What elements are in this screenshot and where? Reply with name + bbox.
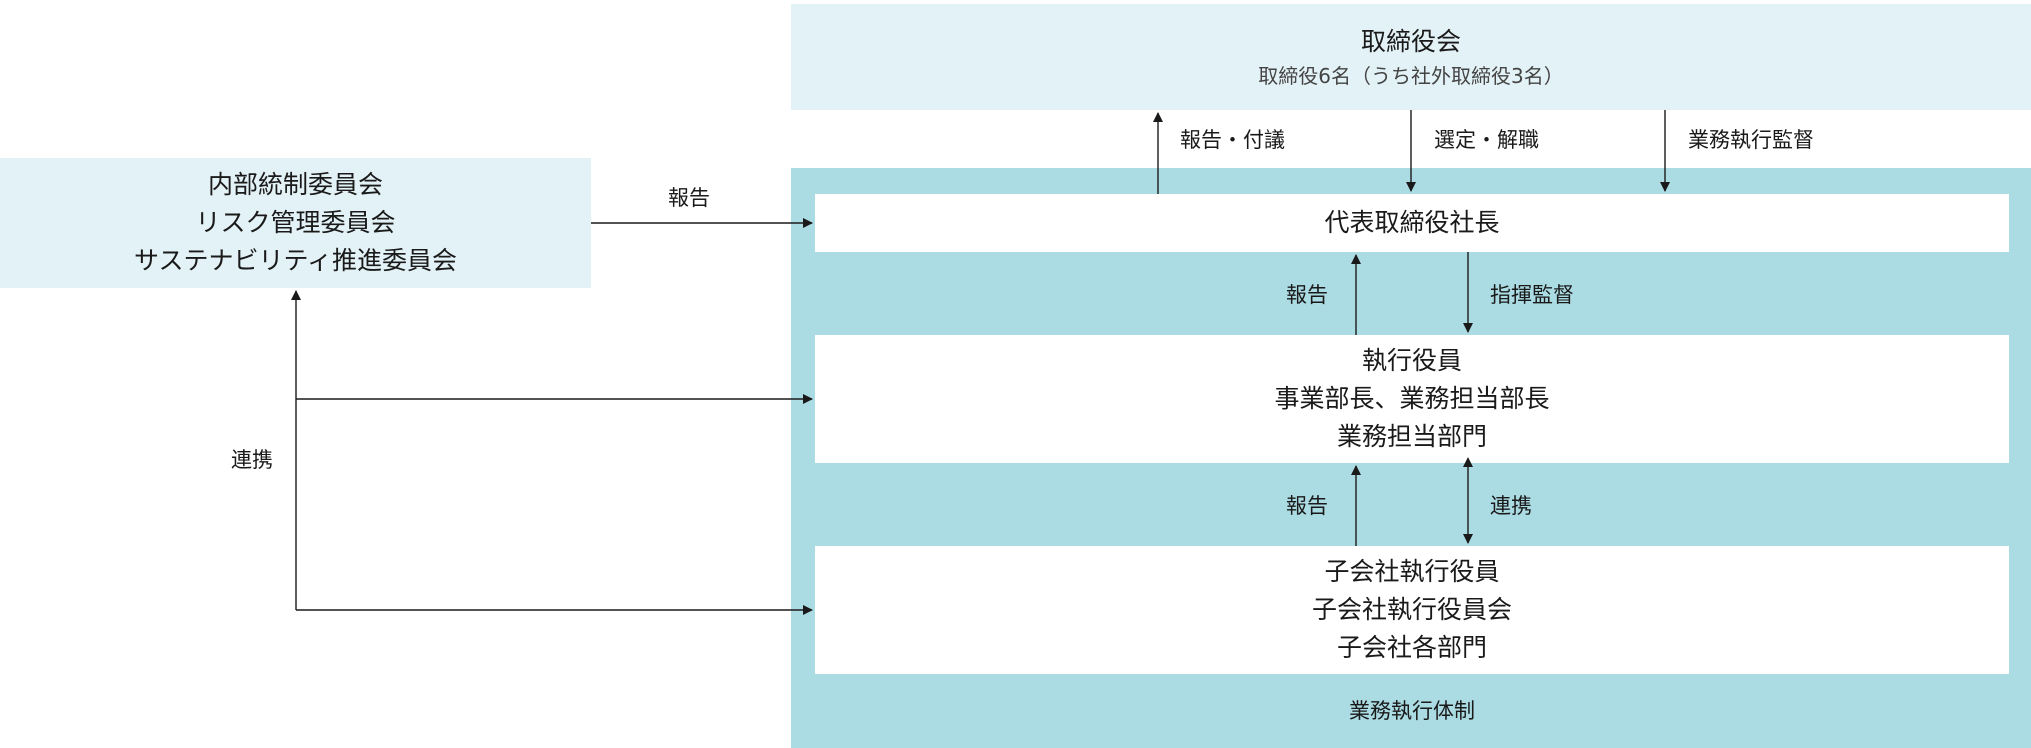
subsidiaries-line-2: 子会社執行役員会 xyxy=(1311,595,1512,624)
label-president-report: 報告 xyxy=(1286,283,1328,307)
committee-sustainability: サステナビリティ推進委員会 xyxy=(133,246,457,275)
president-box: 代表取締役社長 xyxy=(815,194,2009,252)
board-of-directors-box: 取締役会 取締役6名（うち社外取締役3名） xyxy=(791,4,2031,110)
committee-risk-management: リスク管理委員会 xyxy=(195,208,396,237)
executives-line-1: 執行役員 xyxy=(1361,346,1462,375)
label-subsidiary-report: 報告 xyxy=(1286,494,1328,518)
label-committee-report: 報告 xyxy=(668,186,710,210)
label-coordination: 連携 xyxy=(1490,494,1532,518)
label-command-supervise: 指揮監督 xyxy=(1490,283,1574,307)
executives-box: 執行役員 事業部長、業務担当部長 業務担当部門 xyxy=(815,335,2009,463)
execution-system-label: 業務執行体制 xyxy=(1349,699,1475,723)
president-title: 代表取締役社長 xyxy=(1324,208,1500,237)
label-supervision: 業務執行監督 xyxy=(1688,128,1814,152)
committees-box: 内部統制委員会 リスク管理委員会 サステナビリティ推進委員会 xyxy=(0,158,591,288)
committee-internal-control: 内部統制委員会 xyxy=(207,170,383,199)
subsidiaries-line-1: 子会社執行役員 xyxy=(1324,557,1500,586)
executives-line-2: 事業部長、業務担当部長 xyxy=(1274,384,1550,413)
subsidiaries-line-3: 子会社各部門 xyxy=(1336,633,1487,662)
executives-line-3: 業務担当部門 xyxy=(1336,422,1487,451)
label-report-refer: 報告・付議 xyxy=(1180,128,1285,152)
label-select-dismiss: 選定・解職 xyxy=(1434,128,1539,152)
board-subtitle: 取締役6名（うち社外取締役3名） xyxy=(1258,64,1564,88)
label-left-coordination: 連携 xyxy=(231,448,273,472)
board-title: 取締役会 xyxy=(1360,27,1461,56)
subsidiaries-box: 子会社執行役員 子会社執行役員会 子会社各部門 xyxy=(815,546,2009,674)
